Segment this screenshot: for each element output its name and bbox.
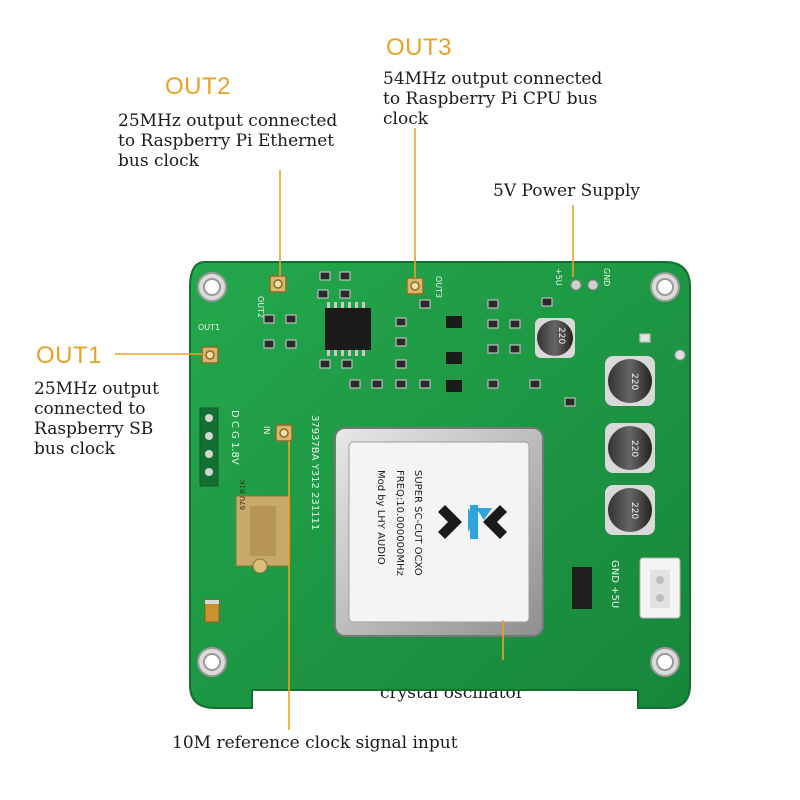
ic-chip — [325, 302, 371, 356]
trimmer-label-1: 67U R1K — [239, 479, 247, 510]
out1-title: OUT1 — [36, 342, 103, 369]
silk-gnd-plus5v: GND +5U — [609, 560, 620, 608]
ocxo-module: SUPER SC-CUT OCXO FREQ:10.000000MHz Mod … — [334, 427, 544, 637]
silk-out2: OUT2 — [256, 296, 265, 318]
mounting-holes — [197, 272, 680, 677]
post-right — [674, 349, 686, 361]
cap4-label-value: 220 — [629, 502, 639, 519]
out2-title: OUT2 — [165, 73, 232, 100]
cap2-label-value: 220 — [629, 373, 639, 390]
trimmer-potentiometer: 67U R1K — [235, 479, 291, 574]
out1-description: 25MHz output connected to Raspberry SB b… — [34, 379, 159, 459]
out3-title: OUT3 — [386, 34, 453, 61]
out3-description: 54MHz output connected to Raspberry Pi C… — [383, 69, 603, 129]
ocxo-text-freq: FREQ:10.000000MHz — [394, 470, 405, 576]
silk-gnd: GND — [602, 268, 611, 286]
electrolytic-capacitors — [535, 318, 655, 535]
power-pads — [570, 279, 599, 291]
silk-plus5v: +5U — [554, 268, 563, 286]
power-description: 5V Power Supply — [493, 181, 641, 201]
ocxo-text-maker: Mod by LHY AUDIO — [375, 470, 386, 565]
transistors — [446, 316, 462, 392]
cap3-label-value: 220 — [629, 440, 639, 457]
tantalum-capacitor — [204, 599, 220, 623]
pin-header — [199, 407, 219, 487]
power-connector — [572, 557, 681, 619]
leader-lines — [115, 128, 574, 730]
silk-out3: OUT3 — [434, 276, 443, 298]
ocxo-text-title: SUPER SC-CUT OCXO — [412, 470, 423, 576]
cap1-label-value: 220 — [556, 327, 566, 344]
out2-description: 25MHz output connected to Raspberry Pi E… — [118, 111, 338, 171]
ref-input-description: 10M reference clock signal input — [172, 733, 458, 753]
smd-components — [263, 271, 651, 407]
ufl-connectors — [201, 275, 424, 442]
silk-out1: OUT1 — [198, 323, 220, 332]
silk-header-label: D C G 1.8V — [229, 410, 240, 465]
silk-serial: 37937BA Y312 231111 — [309, 415, 320, 530]
lhy-logo — [438, 505, 507, 539]
silk-in: IN — [262, 426, 271, 434]
